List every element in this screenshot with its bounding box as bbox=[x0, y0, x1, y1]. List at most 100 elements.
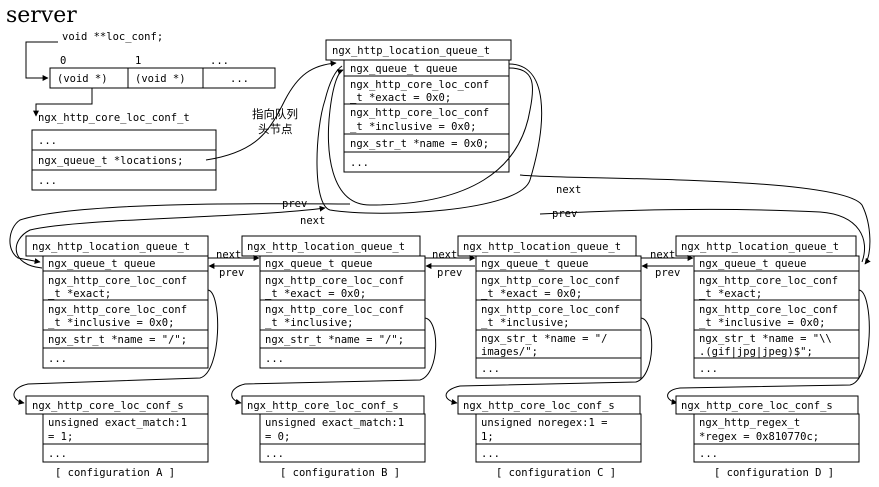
conf-d-field: ngx_http_regex_t bbox=[699, 417, 800, 429]
queue-1-header: ngx_http_location_queue_t bbox=[32, 241, 190, 253]
queue-1-field: ngx_queue_t queue bbox=[48, 258, 155, 270]
core-loc-conf-field: ... bbox=[38, 175, 57, 187]
queue-4-field: ... bbox=[699, 363, 718, 375]
head-prev-label: prev bbox=[552, 208, 577, 220]
core-loc-conf-field: ngx_queue_t *locations; bbox=[38, 155, 183, 167]
next-label-2-3: next bbox=[432, 249, 457, 261]
prev-label-2-1: prev bbox=[219, 267, 244, 279]
queue-1-body bbox=[42, 255, 209, 369]
queue-4-to-conf-arrow bbox=[667, 289, 870, 405]
conf-b-field: ... bbox=[265, 448, 284, 460]
queue-2-field: ngx_http_core_loc_conf bbox=[265, 304, 404, 316]
conf-d-caption: [ configuration D ] bbox=[714, 467, 834, 479]
queue-3-header: ngx_http_location_queue_t bbox=[463, 241, 621, 253]
next-label-3-4: next bbox=[650, 249, 675, 261]
conf-b-field: unsigned exact_match:1 bbox=[265, 417, 404, 429]
array-frame bbox=[49, 67, 276, 89]
queue-4-field: _t *inclusive = 0x0; bbox=[699, 317, 825, 329]
head-queue-field: ngx_queue_t queue bbox=[350, 63, 457, 75]
conf-d: ngx_http_core_loc_conf_s ngx_http_regex_… bbox=[675, 395, 860, 479]
queue-1-field: _t *exact; bbox=[48, 288, 111, 300]
array-cell-1: (void *) bbox=[135, 73, 186, 85]
array-cell-2: ... bbox=[230, 73, 249, 85]
location-queue-4: ngx_http_location_queue_t ngx_queue_t qu… bbox=[675, 235, 860, 379]
conf-c-field: ... bbox=[481, 448, 500, 460]
queue-4-field: ngx_str_t *name = "\\ bbox=[699, 333, 832, 345]
loc-conf-pointer-arrow bbox=[25, 41, 58, 81]
loc-conf-array: 0 1 ... (void *) (void *) ... bbox=[49, 55, 276, 89]
location-queue-1: ngx_http_location_queue_t ngx_queue_t qu… bbox=[25, 235, 209, 369]
conf-b-field: = 0; bbox=[265, 431, 290, 443]
conf-c-caption: [ configuration C ] bbox=[496, 467, 616, 479]
conf-a-caption: [ configuration A ] bbox=[55, 467, 175, 479]
queue-2-body bbox=[259, 255, 426, 369]
conf-c-body bbox=[475, 413, 642, 463]
first-prev-arrow bbox=[9, 203, 351, 264]
core-loc-conf-block: ngx_http_core_loc_conf_t ... ngx_queue_t… bbox=[31, 112, 217, 191]
core-loc-conf-header: ngx_http_core_loc_conf_t bbox=[38, 112, 190, 124]
array-index-1: 1 bbox=[135, 55, 141, 67]
prev-label-3-2: prev bbox=[437, 267, 462, 279]
queue-2-header: ngx_http_location_queue_t bbox=[247, 241, 405, 253]
next-label-1-2: next bbox=[216, 249, 241, 261]
head-queue-field: _t *inclusive = 0x0; bbox=[350, 121, 476, 133]
head-location-queue: ngx_http_location_queue_t ngx_queue_t qu… bbox=[325, 39, 512, 173]
head-queue-inner-loop bbox=[327, 67, 534, 206]
conf-b-body bbox=[259, 413, 426, 463]
queue-4-header: ngx_http_location_queue_t bbox=[681, 241, 839, 253]
head-queue-body bbox=[343, 59, 510, 173]
prev-label-4-3: prev bbox=[655, 267, 680, 279]
first-next-arrow bbox=[15, 205, 326, 269]
annotation-line-1: 指向队列 bbox=[252, 107, 298, 121]
queue-1-to-conf-arrow bbox=[13, 289, 219, 405]
conf-c-field: 1; bbox=[481, 431, 494, 443]
array-cell-0: (void *) bbox=[57, 73, 108, 85]
conf-a-field: = 1; bbox=[48, 431, 73, 443]
queue-4-field: .(gif|jpg|jpeg)$"; bbox=[699, 346, 813, 358]
conf-d-body bbox=[693, 413, 860, 463]
head-next-arrow bbox=[519, 174, 871, 265]
first-prev-label: prev bbox=[282, 198, 307, 210]
queue-4-field: _t *exact; bbox=[699, 288, 762, 300]
head-queue-outer-loop bbox=[316, 63, 543, 214]
queue-2-field: _t *inclusive; bbox=[265, 317, 354, 329]
adjacent-links: next prev next prev next prev bbox=[208, 249, 694, 279]
loc-conf-declaration: void **loc_conf; bbox=[62, 31, 163, 43]
queue-3-field: _t *exact = 0x0; bbox=[481, 288, 582, 300]
head-queue-header: ngx_http_location_queue_t bbox=[332, 45, 490, 57]
queue-1-field: ngx_http_core_loc_conf bbox=[48, 275, 187, 287]
queue-2-field: ngx_queue_t queue bbox=[265, 258, 372, 270]
conf-d-field: *regex = 0x810770c; bbox=[699, 431, 819, 443]
queue-1-field: ngx_str_t *name = "/"; bbox=[48, 334, 187, 346]
head-queue-field: ngx_str_t *name = 0x0; bbox=[350, 138, 489, 150]
queue-3-field: ngx_http_core_loc_conf bbox=[481, 275, 620, 287]
conf-a-field: unsigned exact_match:1 bbox=[48, 417, 187, 429]
queue-4-field: ngx_http_core_loc_conf bbox=[699, 275, 838, 287]
conf-c: ngx_http_core_loc_conf_s unsigned norege… bbox=[457, 395, 642, 479]
annotation-line-2: 头节点 bbox=[258, 122, 293, 136]
queue-3-field: ... bbox=[481, 363, 500, 375]
queue-2-field: _t *exact = 0x0; bbox=[265, 288, 366, 300]
location-queue-2: ngx_http_location_queue_t ngx_queue_t qu… bbox=[241, 235, 426, 369]
head-next-label: next bbox=[556, 184, 581, 196]
head-prev-line bbox=[539, 208, 866, 263]
conf-d-header: ngx_http_core_loc_conf_s bbox=[681, 400, 833, 412]
core-loc-conf-field: ... bbox=[38, 135, 57, 147]
queue-3-field: ngx_queue_t queue bbox=[481, 258, 588, 270]
array-index-2: ... bbox=[210, 55, 229, 67]
conf-b-header: ngx_http_core_loc_conf_s bbox=[247, 400, 399, 412]
conf-a-field: ... bbox=[48, 448, 67, 460]
array-index-0: 0 bbox=[60, 55, 66, 67]
queue-4-field: ngx_queue_t queue bbox=[699, 258, 806, 270]
diagram-title: server bbox=[6, 3, 77, 28]
head-queue-field: ngx_http_core_loc_conf bbox=[350, 79, 489, 91]
queue-2-field: ... bbox=[265, 353, 284, 365]
queue-3-to-conf-arrow bbox=[445, 317, 653, 405]
conf-d-field: ... bbox=[699, 448, 718, 460]
queue-2-field: ngx_http_core_loc_conf bbox=[265, 275, 404, 287]
queue-3-field: ngx_http_core_loc_conf bbox=[481, 304, 620, 316]
head-queue-field: _t *exact = 0x0; bbox=[350, 92, 451, 104]
conf-a: ngx_http_core_loc_conf_s unsigned exact_… bbox=[25, 395, 209, 479]
head-queue-field: ngx_http_core_loc_conf bbox=[350, 107, 489, 119]
